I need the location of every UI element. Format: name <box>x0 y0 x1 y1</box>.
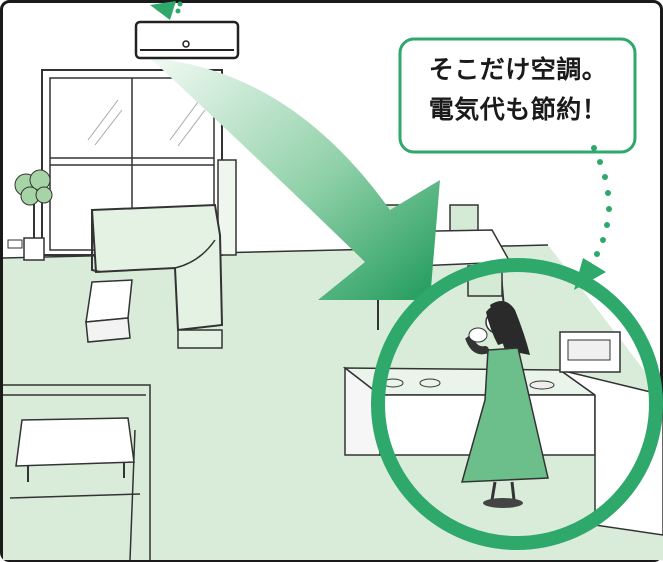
sofa <box>90 203 224 349</box>
speech-bubble <box>398 37 637 154</box>
callout-line-2: 電気代も節約！ <box>428 95 608 124</box>
woman-washing-dishes-icon <box>460 301 549 508</box>
coffee-table <box>85 279 133 343</box>
low-table <box>3 384 151 561</box>
focus-ring <box>371 258 663 550</box>
potted-plant-icon <box>14 169 53 261</box>
callout-text: そこだけ空調。 電気代も節約！ <box>404 50 632 130</box>
callout-line-1: そこだけ空調。 <box>428 55 608 84</box>
dotted-arrow-bubble <box>574 145 612 290</box>
air-conditioner-icon <box>134 20 240 60</box>
airflow-arrow <box>150 58 440 300</box>
dotted-arrow-top <box>150 1 183 20</box>
